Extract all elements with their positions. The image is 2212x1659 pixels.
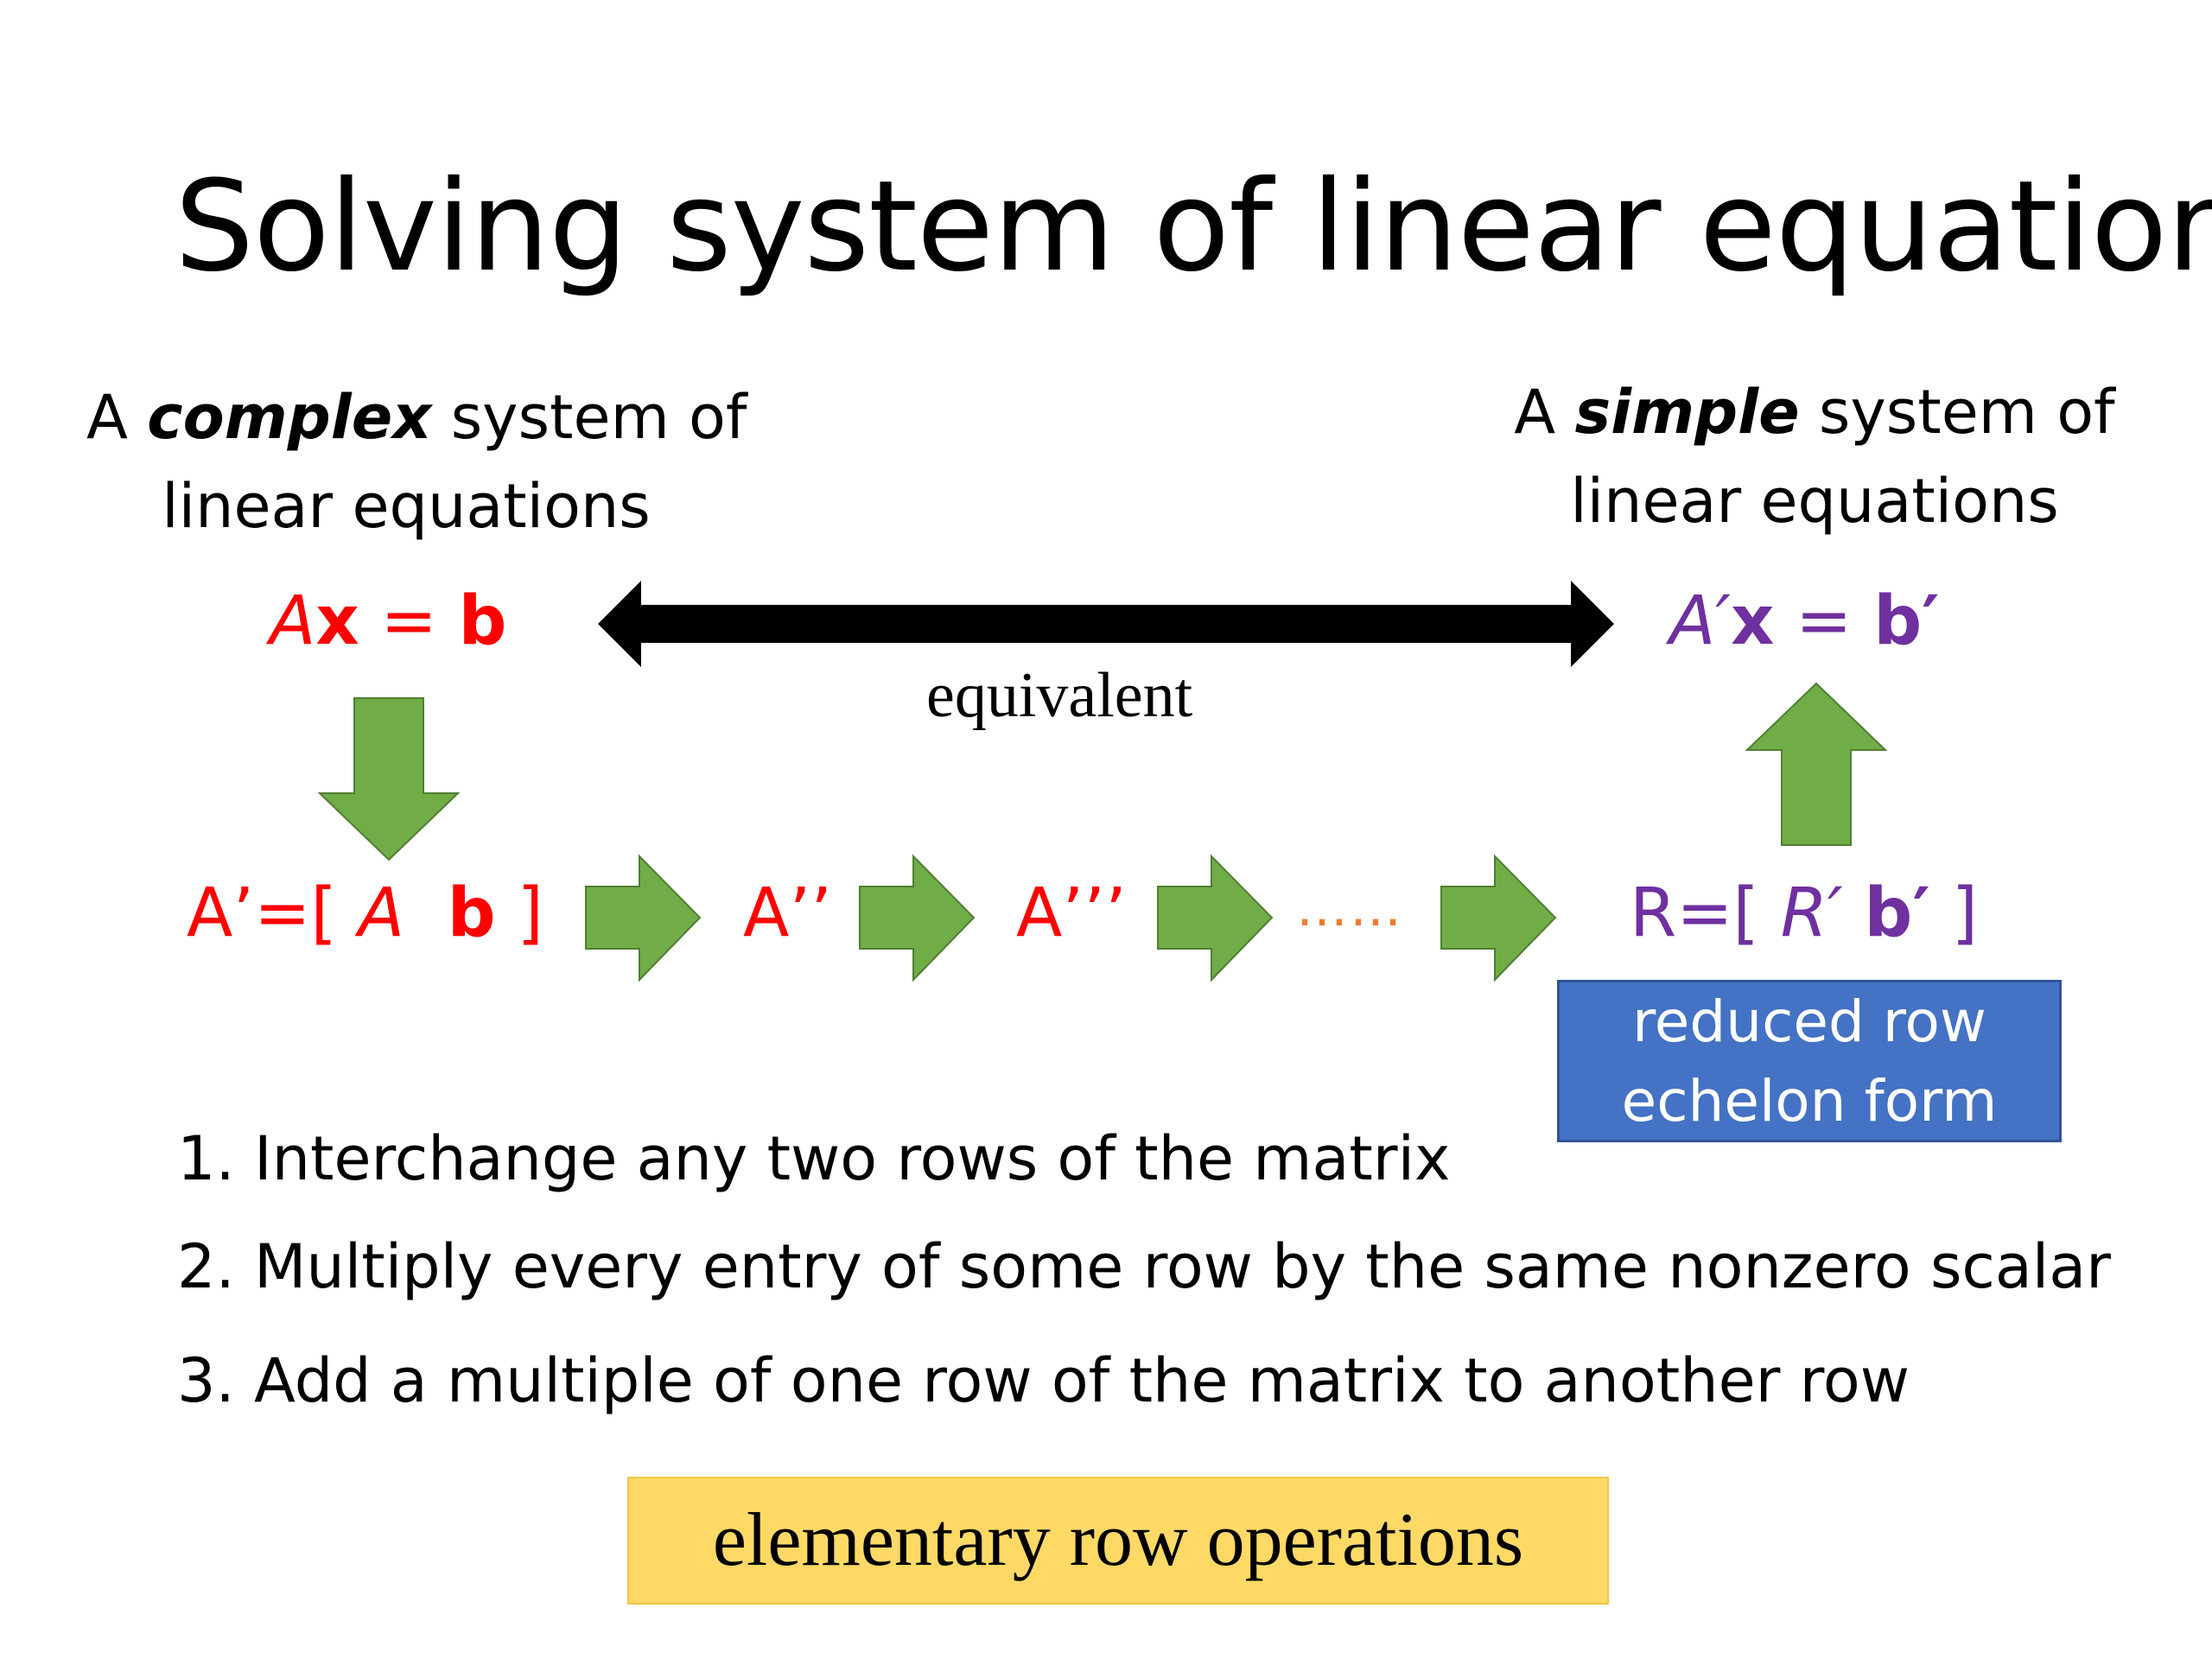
rref-label-line2: echelon form — [1621, 1068, 1998, 1135]
reduced-open: R=[ — [1630, 874, 1781, 952]
right-equation: A′x = b′ — [1669, 588, 1940, 655]
equivalent-label: equivalent — [926, 660, 1193, 731]
augmented-A: A — [358, 874, 405, 952]
reduced-close: ] — [1929, 874, 1979, 952]
left-equation-vector-x: x — [315, 582, 359, 660]
matrix-step-3: A’’’ — [1016, 874, 1127, 952]
left-caption-prefix: A — [86, 382, 128, 453]
matrix-step-2: A’’ — [743, 874, 832, 952]
augmented-b: b — [447, 874, 496, 952]
ellipsis-dots: …… — [1296, 878, 1403, 938]
augmented-close: ] — [495, 874, 543, 952]
right-caption-suffix: system of — [1818, 377, 2115, 448]
left-equation-vector-b: b — [458, 582, 507, 660]
left-equation: Ax = b — [270, 588, 506, 655]
right-equation-vector-b: b′ — [1873, 582, 1940, 660]
left-equation-equals: = — [359, 582, 459, 660]
rref-label-line1: reduced row — [1632, 988, 1986, 1055]
right-caption-emphasis: simple — [1574, 377, 1800, 448]
right-caption-prefix: A — [1514, 377, 1556, 448]
operation-1: 1. Interchange any two rows of the matri… — [177, 1123, 1451, 1194]
right-caption-line2: linear equations — [1570, 466, 2059, 537]
left-caption: A complex system of linear equations — [86, 373, 747, 551]
right-caption-line1: A simple system of — [1495, 368, 2134, 457]
operation-3: 3. Add a multiple of one row of the matr… — [177, 1345, 1910, 1416]
right-arrow-3 — [1157, 854, 1274, 982]
operation-2: 2. Multiply every entry of some row by t… — [177, 1231, 2111, 1302]
rref-label-box: reduced row echelon form — [1557, 980, 2062, 1142]
left-caption-suffix: system of — [450, 382, 747, 453]
right-arrow-4 — [1440, 854, 1557, 982]
left-caption-line2: linear equations — [162, 471, 651, 542]
left-caption-line1: A complex system of — [86, 373, 747, 462]
right-arrow-2 — [859, 854, 976, 982]
left-equation-matrix: A — [270, 582, 316, 660]
right-equation-matrix: A′ — [1669, 582, 1732, 660]
augmented-matrix: A’=[ A b ] — [187, 880, 543, 947]
reduced-b: b′ — [1864, 874, 1930, 952]
right-arrow-1 — [585, 854, 702, 982]
right-equation-equals: = — [1774, 582, 1874, 660]
elementary-row-operations-box: elementary row operations — [627, 1477, 1609, 1605]
reduced-R: R′ — [1780, 874, 1843, 952]
augmented-open: A’=[ — [187, 874, 359, 952]
equivalence-double-arrow — [598, 581, 1614, 667]
right-caption: A simple system of linear equations — [1495, 368, 2134, 546]
down-arrow — [317, 697, 461, 861]
slide-title: Solving system of linear equation — [175, 154, 2212, 300]
up-arrow — [1745, 682, 1888, 846]
left-caption-emphasis: complex — [147, 382, 432, 453]
right-equation-vector-x: x — [1731, 582, 1775, 660]
reduced-matrix: R=[ R′ b′ ] — [1630, 880, 1978, 947]
